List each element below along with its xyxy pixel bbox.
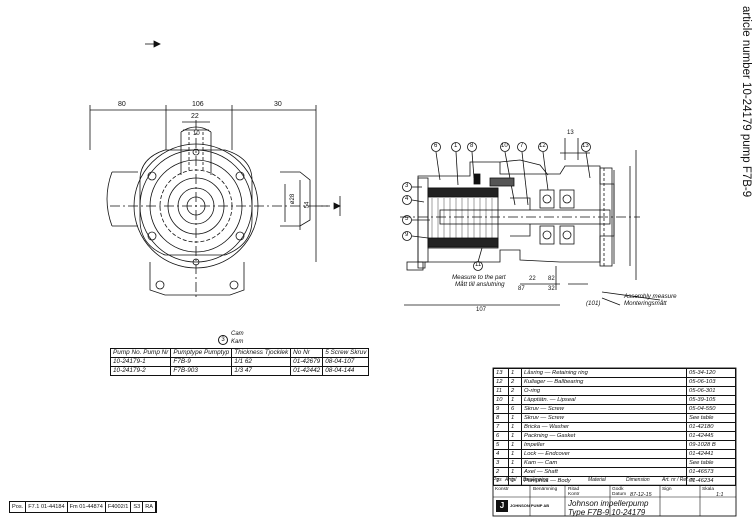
dim-22b: 22	[529, 276, 536, 282]
cam-label: Cam	[231, 331, 244, 337]
col-pump-type: Pumptype Pumptyp	[170, 348, 233, 358]
note-assembly-en: Assembly measure	[624, 293, 677, 300]
callout-8: 8	[470, 143, 474, 149]
callout-5: 5	[405, 216, 409, 222]
dim-54: 54	[304, 201, 311, 209]
callout-7: 7	[520, 143, 524, 149]
date: 87-12-15	[630, 492, 652, 498]
callout-12: 12	[539, 143, 546, 149]
cam-table-header: Pump No. Pump Nr Pumptype Pumptyp Thickn…	[109, 348, 370, 358]
dim-87: 87	[518, 286, 525, 292]
field-datum: Datum	[612, 492, 627, 497]
field-konstr: Konstr	[495, 487, 509, 492]
callout-4: 4	[405, 196, 409, 202]
dim-10: 10	[193, 131, 200, 137]
col-no: No Nr	[290, 348, 324, 358]
note-measure-en: Measure to the part	[452, 274, 506, 281]
section-view	[400, 138, 661, 306]
note-measure-sv: Mått till anslutning	[455, 281, 505, 288]
screw-no: 5	[325, 349, 329, 356]
field-sign: Sign	[662, 487, 672, 492]
callout-9: 9	[405, 232, 409, 238]
col-screw: 5 Screw Skruv	[322, 348, 370, 358]
note-assembly-sv: Monteringsmått	[624, 300, 667, 307]
dim-22: 22	[191, 113, 199, 120]
dim-80: 80	[118, 101, 126, 108]
company-logo: J JOHNSON PUMP AB	[496, 500, 549, 512]
note-101: (101)	[586, 300, 601, 307]
drawing-subtitle: Type F7B-9 10-24179	[568, 508, 646, 517]
dim-82: 82	[548, 276, 555, 282]
front-view	[89, 40, 341, 300]
parts-list-header: Pos Antal Benämning Material Dimension A…	[493, 476, 736, 486]
revision-strip: Pos. F7.1 01-44184 Fm 01-44874 F4002/1 S…	[9, 501, 158, 513]
drawing-title: Johnson impellerpump	[568, 499, 649, 508]
dim-107: 107	[476, 307, 487, 313]
dim-106: 106	[192, 101, 204, 108]
cam-table: Pump No. Pump Nr Pumptype Pumptyp Thickn…	[109, 348, 370, 376]
scale: 1:1	[716, 492, 724, 498]
dim-28: ø28	[290, 193, 297, 205]
callout-13: 13	[582, 143, 589, 149]
field-kontr: Kontr	[568, 492, 580, 497]
dim-32: 32	[548, 286, 555, 292]
field-ritad: Ritad	[568, 487, 580, 492]
dim-13: 13	[567, 130, 574, 136]
logo-icon: J	[496, 500, 508, 512]
callout-6: 6	[434, 143, 438, 149]
dim-30: 30	[274, 101, 282, 108]
field-godk: Godk	[612, 487, 624, 492]
cam-no: 3	[218, 335, 228, 345]
cam-label-sv: Kam	[231, 339, 244, 345]
callout-1: 1	[454, 143, 458, 149]
callout-11: 11	[475, 262, 482, 268]
company-name: JOHNSON PUMP AB	[510, 503, 550, 508]
callout-10: 10	[501, 143, 508, 149]
col-thickness: Thickness Tjocklek	[231, 348, 292, 358]
field-benamning: Benämning	[533, 487, 558, 492]
field-skala: Skala	[702, 487, 714, 492]
col-pump-no: Pump No. Pump Nr	[109, 348, 172, 358]
callout-3: 3	[405, 183, 409, 189]
